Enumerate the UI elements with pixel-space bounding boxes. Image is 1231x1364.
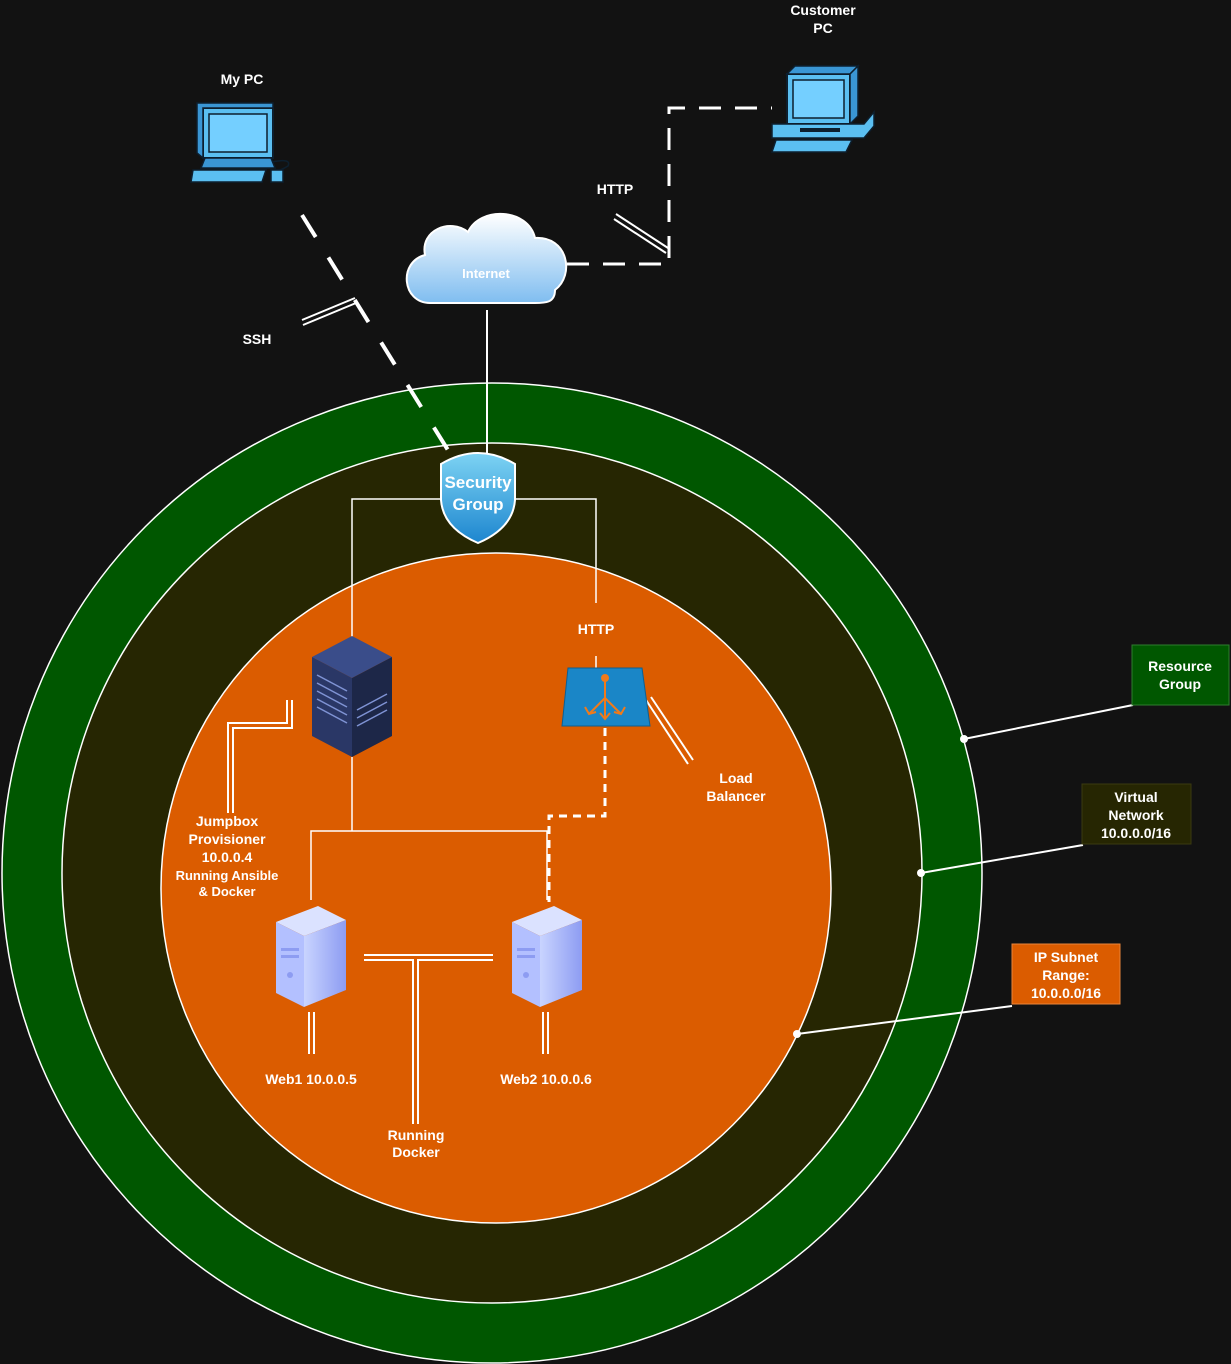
- subnet-pointer: [796, 1005, 1013, 1035]
- resource-group-legend: Resource Group: [1131, 644, 1230, 706]
- virtual-network-legend-line1: Virtual: [1114, 789, 1157, 805]
- jumpbox-label-line5: & Docker: [198, 884, 255, 899]
- http-inner-label: HTTP: [578, 621, 615, 637]
- virtual-network-pointer-dot: [917, 869, 925, 877]
- virtual-network-legend-line3: 10.0.0.0/16: [1101, 825, 1171, 841]
- subnet-zone: [160, 552, 832, 1224]
- http-marker: [613, 213, 669, 254]
- resource-group-legend-line2: Group: [1159, 676, 1201, 692]
- web2-tower-server-icon: [512, 906, 582, 1007]
- lb-to-web2-dashed: [547, 728, 607, 902]
- virtual-network-pointer: [920, 844, 1084, 874]
- web2-label: Web2 10.0.0.6: [500, 1071, 592, 1087]
- running-docker-label-line1: Running: [388, 1127, 445, 1143]
- running-docker-label-line2: Docker: [392, 1144, 440, 1160]
- ip-subnet-legend-line3: 10.0.0.0/16: [1031, 985, 1101, 1001]
- jumpbox-label-line4: Running Ansible: [176, 868, 279, 883]
- virtual-network-legend-line2: Network: [1108, 807, 1163, 823]
- http-top-label: HTTP: [597, 181, 634, 197]
- sg-to-lb-line: [512, 498, 597, 603]
- sg-to-jumpbox-line: [351, 498, 445, 640]
- load-balancer-label-line2: Balancer: [706, 788, 766, 804]
- security-group-label-line1: Security: [444, 473, 512, 492]
- web1-label: Web1 10.0.0.5: [265, 1071, 357, 1087]
- jumpbox-label-connector: [227, 700, 293, 813]
- ssh-marker: [301, 297, 357, 326]
- internet-label: Internet: [462, 266, 510, 281]
- load-balancer-label-line1: Load: [719, 770, 752, 786]
- lb-label-connector: [645, 696, 694, 765]
- internet-cloud-icon: [405, 212, 568, 304]
- customer-pc-label-line2: PC: [813, 20, 832, 36]
- customer-pc-label-line1: Customer: [790, 2, 856, 18]
- jumpbox-label-line1: Jumpbox: [196, 813, 258, 829]
- my-pc-label: My PC: [221, 71, 264, 87]
- jumpbox-label-line3: 10.0.0.4: [202, 849, 253, 865]
- ip-subnet-legend-line2: Range:: [1042, 967, 1089, 983]
- resource-group-pointer-dot: [960, 735, 968, 743]
- web1-tower-server-icon: [276, 906, 346, 1007]
- jumpbox-label-line2: Provisioner: [188, 831, 266, 847]
- web2-label-connector: [542, 1012, 549, 1054]
- web1-label-connector: [308, 1012, 315, 1054]
- http-connector: [567, 106, 772, 266]
- jumpbox-rack-server-icon: [312, 636, 392, 757]
- ip-subnet-legend-line1: IP Subnet: [1034, 949, 1099, 965]
- resource-group-legend-line1: Resource: [1148, 658, 1212, 674]
- subnet-pointer-dot: [793, 1030, 801, 1038]
- security-group-shield-icon: [440, 452, 516, 545]
- virtual-network-legend: Virtual Network 10.0.0.0/16: [1081, 783, 1192, 845]
- my-pc-desktop-pc-icon: [190, 102, 290, 183]
- jumpbox-to-webs-line: [310, 757, 548, 900]
- running-docker-connector: [364, 954, 493, 1124]
- resource-group-pointer: [963, 704, 1134, 740]
- ssh-label: SSH: [243, 331, 272, 347]
- customer-pc-desktop-pc-icon: [770, 64, 875, 153]
- load-balancer-icon: [561, 667, 651, 727]
- ip-subnet-legend: IP Subnet Range: 10.0.0.0/16: [1011, 943, 1121, 1005]
- security-group-label-line2: Group: [453, 495, 504, 514]
